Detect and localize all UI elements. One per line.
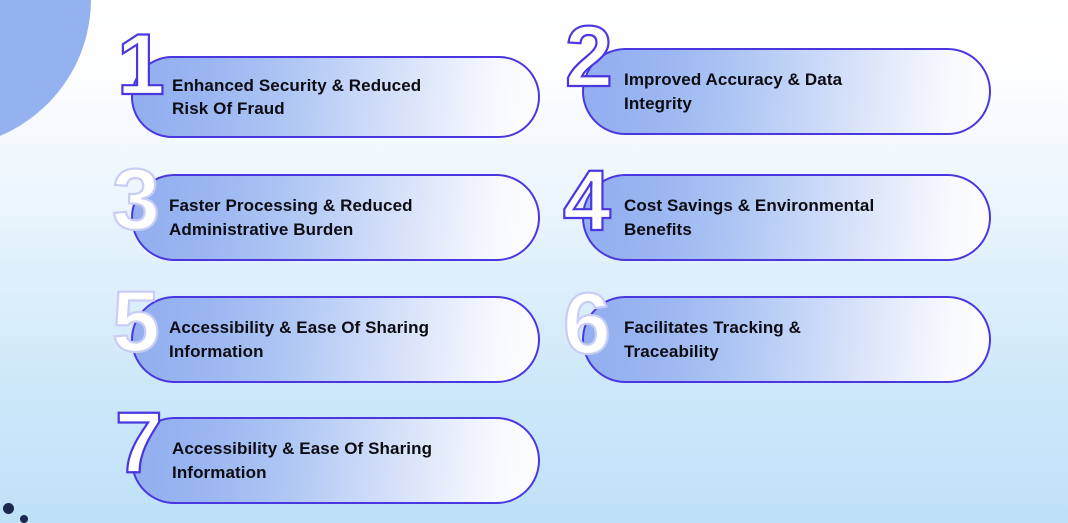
benefit-number-6: 6 xyxy=(562,276,612,372)
benefit-card-2[interactable]: Improved Accuracy & Data Integrity xyxy=(582,48,991,135)
benefit-card-4-label: Cost Savings & Environmental Benefits xyxy=(624,196,875,239)
benefit-card-2-label: Improved Accuracy & Data Integrity xyxy=(624,70,843,113)
benefit-number-4: 4 xyxy=(562,153,612,249)
benefit-card-1[interactable]: Enhanced Security & Reduced Risk Of Frau… xyxy=(131,56,540,138)
benefit-card-5-label: Accessibility & Ease Of Sharing Informat… xyxy=(169,318,430,361)
benefit-card-3[interactable]: Faster Processing & Reduced Administrati… xyxy=(131,174,540,261)
decorative-dot-small xyxy=(20,515,28,523)
benefit-number-2: 2 xyxy=(564,9,614,105)
decorative-blob-fade xyxy=(0,60,130,180)
benefit-card-3-label: Faster Processing & Reduced Administrati… xyxy=(169,196,413,239)
benefit-card-4[interactable]: Cost Savings & Environmental Benefits xyxy=(582,174,991,261)
benefit-card-7-label: Accessibility & Ease Of Sharing Informat… xyxy=(172,439,433,482)
benefit-number-3: 3 xyxy=(111,152,161,248)
benefit-card-1-label: Enhanced Security & Reduced Risk Of Frau… xyxy=(172,75,422,119)
decorative-dot-large xyxy=(3,503,14,514)
benefit-number-5: 5 xyxy=(111,274,161,370)
benefit-card-7[interactable]: Accessibility & Ease Of Sharing Informat… xyxy=(131,417,540,504)
benefit-card-6[interactable]: Facilitates Tracking & Traceability xyxy=(582,296,991,383)
benefit-card-6-label: Facilitates Tracking & Traceability xyxy=(624,318,801,361)
benefit-number-7: 7 xyxy=(114,395,164,491)
benefit-number-1: 1 xyxy=(116,17,166,113)
benefit-card-5[interactable]: Accessibility & Ease Of Sharing Informat… xyxy=(131,296,540,383)
